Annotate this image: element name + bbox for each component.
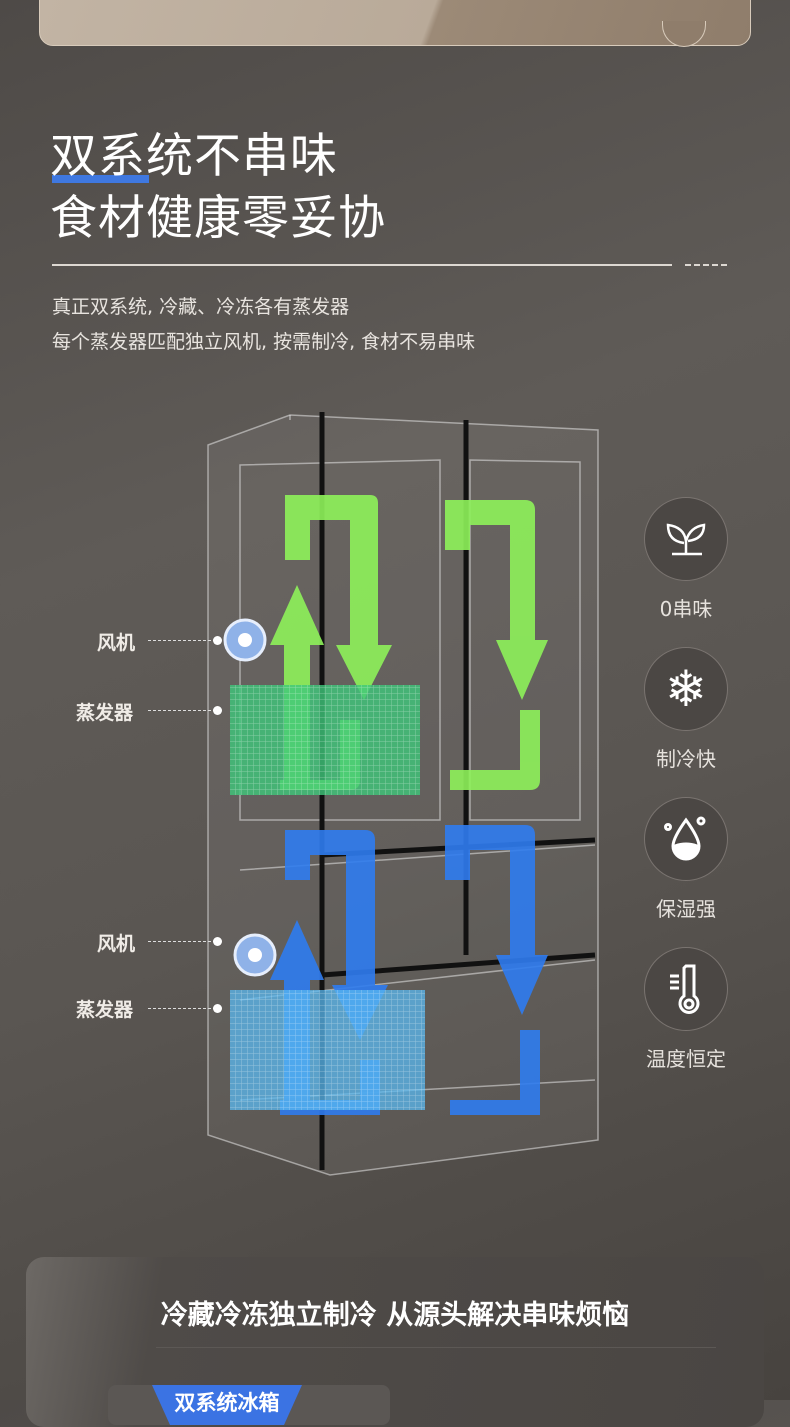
bottom-card: 冷藏冷冻独立制冷 从源头解决串味烦恼 双系统冰箱	[26, 1257, 764, 1427]
feature-label: 制冷快	[656, 747, 716, 771]
leader-dot	[213, 1004, 222, 1013]
top-banner	[39, 0, 751, 47]
leader-line	[148, 640, 216, 641]
title-line-1: 双系统不串味	[50, 129, 338, 184]
sprout-icon	[644, 497, 728, 581]
snowflake-icon: ❄	[644, 647, 728, 731]
feature-fast-cooling: ❄ 制冷快	[644, 647, 728, 772]
leader-line	[148, 1008, 216, 1009]
feature-label: 0串味	[659, 597, 713, 621]
leader-dot	[213, 937, 222, 946]
banner-notch	[662, 21, 706, 47]
bottom-card-heading: 冷藏冷冻独立制冷 从源头解决串味烦恼	[160, 1300, 630, 1331]
fridge-diagram	[207, 412, 599, 1176]
leader-line	[148, 710, 216, 711]
divider	[52, 264, 672, 266]
label-fan-bottom: 风机	[97, 933, 136, 955]
fridge-evaporator	[230, 685, 420, 795]
fan-bottom	[233, 933, 277, 977]
leader-line	[148, 941, 216, 942]
tab-dual-system[interactable]: 双系统冰箱	[108, 1385, 390, 1425]
feature-constant-temp: 温度恒定	[644, 947, 728, 1072]
tab-label: 双系统冰箱	[174, 1391, 280, 1415]
freezer-evaporator	[230, 990, 425, 1110]
description: 真正双系统, 冷藏、冷冻各有蒸发器 每个蒸发器匹配独立风机, 按需制冷, 食材不…	[52, 290, 475, 360]
bottom-card-divider	[156, 1347, 716, 1348]
leader-dot	[213, 706, 222, 715]
feature-moisture: 保湿强	[644, 797, 728, 922]
feature-label: 保湿强	[656, 897, 716, 921]
divider-dash	[685, 264, 727, 266]
fan-top	[223, 618, 267, 662]
label-evaporator-top: 蒸发器	[76, 702, 134, 724]
thermometer-icon	[644, 947, 728, 1031]
description-line-1: 真正双系统, 冷藏、冷冻各有蒸发器	[52, 296, 350, 318]
feature-no-odor: 0串味	[644, 497, 728, 622]
description-line-2: 每个蒸发器匹配独立风机, 按需制冷, 食材不易串味	[52, 331, 476, 353]
label-evaporator-bottom: 蒸发器	[76, 999, 134, 1021]
water-drop-icon	[644, 797, 728, 881]
page-title: 双系统不串味 食材健康零妥协	[50, 126, 386, 250]
label-fan-top: 风机	[97, 632, 136, 654]
feature-label: 温度恒定	[646, 1047, 726, 1071]
title-line-2: 食材健康零妥协	[50, 191, 386, 246]
leader-dot	[213, 636, 222, 645]
